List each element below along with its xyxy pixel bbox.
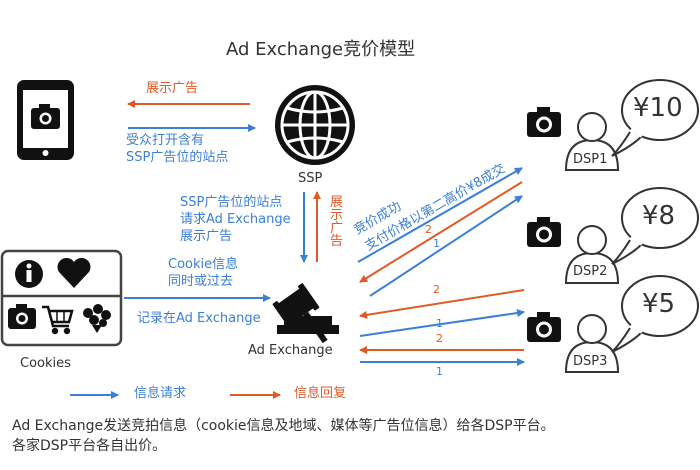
cookie-label-line3: 记录在Ad Exchange bbox=[137, 311, 261, 326]
dsp1-price-bubble bbox=[611, 79, 699, 157]
step-dsp3-request: 1 bbox=[436, 365, 443, 378]
smartphone-camera-icon bbox=[17, 80, 74, 160]
adx-label: Ad Exchange bbox=[248, 343, 333, 358]
dsp3-price-bubble bbox=[611, 275, 699, 353]
heart-icon bbox=[57, 257, 91, 288]
show-ad-label: 展示广告 bbox=[146, 81, 199, 96]
step-dsp2-reply: 2 bbox=[433, 283, 440, 296]
cookie-label-line1: Cookie信息 bbox=[168, 257, 239, 272]
arrow-win-notice bbox=[357, 167, 523, 263]
description-line2: 各家DSP平台各自出价。 bbox=[12, 438, 167, 454]
ssp-label: SSP bbox=[298, 171, 323, 186]
dsp3-name: DSP3 bbox=[573, 354, 608, 369]
cart-icon bbox=[42, 305, 74, 335]
visit-site-label-line1: 受众打开含有 bbox=[126, 133, 205, 148]
show-ad-vertical-label: 展示广告 bbox=[330, 195, 344, 249]
cookies-box bbox=[0, 249, 123, 347]
dsp1-name: DSP1 bbox=[573, 152, 608, 167]
dsp1-camera-icon bbox=[527, 107, 561, 137]
dsp2-price: ¥8 bbox=[642, 201, 676, 231]
flowers-icon bbox=[83, 304, 111, 333]
step-dsp1-reply: 2 bbox=[425, 223, 432, 236]
page-title: Ad Exchange竞价模型 bbox=[226, 39, 416, 60]
dsp2-price-bubble bbox=[611, 187, 699, 265]
description-line1: Ad Exchange发送竞拍信息（cookie信息及地域、媒体等广告位信息）给… bbox=[12, 418, 555, 434]
step-dsp1-request: 1 bbox=[433, 237, 440, 250]
dsp1-price: ¥10 bbox=[633, 93, 683, 123]
request-label-line2: 请求Ad Exchange bbox=[180, 212, 291, 227]
cookie-label-line2: 同时或过去 bbox=[168, 274, 234, 289]
dsp3-person-icon bbox=[564, 314, 620, 373]
step-dsp2-request: 1 bbox=[436, 317, 443, 330]
visit-site-label-line2: SSP广告位的站点 bbox=[126, 150, 229, 165]
info-icon bbox=[15, 260, 43, 288]
dsp3-camera-icon bbox=[527, 312, 561, 342]
dsp3-price: ¥5 bbox=[642, 289, 676, 319]
arrow-dsp1-reply bbox=[359, 181, 523, 283]
legend-request-label: 信息请求 bbox=[134, 386, 187, 401]
step-dsp3-reply: 2 bbox=[436, 332, 443, 345]
request-label-line1: SSP广告位的站点 bbox=[180, 195, 283, 210]
request-label-line3: 展示广告 bbox=[180, 229, 233, 244]
globe-icon bbox=[275, 85, 355, 165]
legend-reply-label: 信息回复 bbox=[294, 386, 347, 401]
dsp1-person-icon bbox=[564, 112, 620, 171]
arrow-dsp1-request bbox=[369, 195, 523, 297]
camera-icon bbox=[8, 304, 36, 329]
dsp2-camera-icon bbox=[527, 217, 561, 247]
arrow-dsp2-reply bbox=[359, 289, 525, 319]
cookies-label: Cookies bbox=[20, 356, 71, 371]
arrow-dsp2-request bbox=[359, 309, 525, 337]
dsp2-person-icon bbox=[564, 225, 620, 284]
gavel-icon bbox=[272, 283, 339, 344]
dsp2-name: DSP2 bbox=[573, 264, 608, 279]
